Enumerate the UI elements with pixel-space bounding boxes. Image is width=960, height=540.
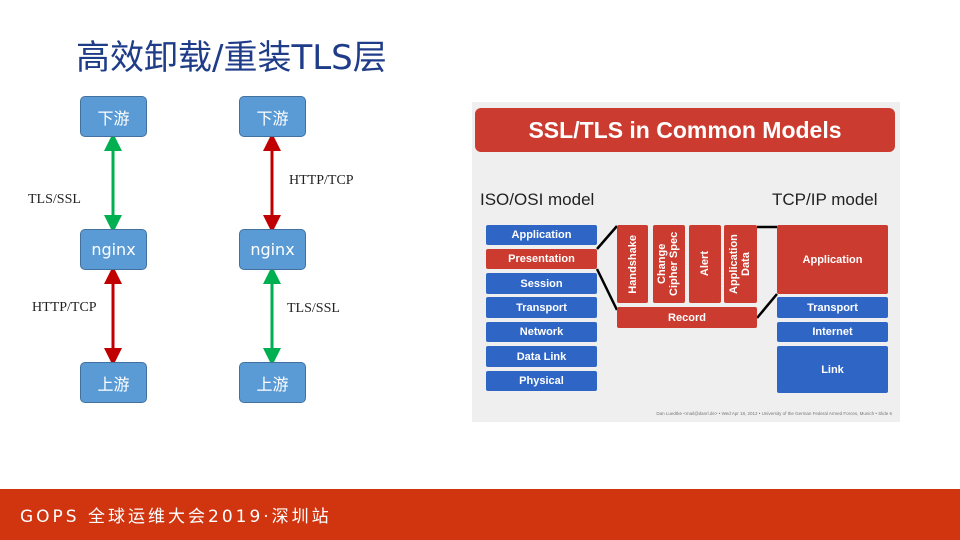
osi-layer: Physical [486, 371, 597, 391]
figure-credit: Dan Luedtke <mail@danrl.de> • Wed Apr 18… [656, 410, 892, 416]
tcpip-layer: Internet [777, 322, 888, 342]
tcpip-layer: Transport [777, 297, 888, 318]
upstream-node-1: 上游 [80, 362, 147, 403]
nginx-node-2: nginx [239, 229, 306, 270]
tcpip-layer: Link [777, 346, 888, 393]
footer-banner: GOPS 全球运维大会2019·深圳站 [0, 489, 960, 540]
osi-layer: Presentation [486, 249, 597, 269]
record-layer: Record [617, 307, 757, 328]
osi-layer: Session [486, 273, 597, 294]
osi-label: ISO/OSI model [480, 190, 595, 209]
tls-protocol: Alert [689, 225, 721, 303]
osi-layer: Transport [486, 297, 597, 318]
connector-lines [595, 225, 778, 319]
tcpip-layer: Application [777, 225, 888, 294]
tls-protocol: Application Data [724, 225, 757, 303]
nginx-node-1: nginx [80, 229, 147, 270]
protocol-label: Handshake [626, 234, 639, 294]
protocol-label: Alert [699, 251, 711, 277]
ssl-tls-models-figure: SSL/TLS in Common Models ISO/OSI model T… [472, 102, 900, 422]
link-label: HTTP/TCP [289, 173, 354, 188]
link-label: HTTP/TCP [32, 300, 97, 315]
arrows [104, 133, 281, 366]
tls-protocol: Handshake [617, 225, 648, 303]
downstream-node-2: 下游 [239, 96, 306, 137]
protocol-label: Application Data [727, 234, 752, 294]
osi-layer: Application [486, 225, 597, 245]
downstream-node-1: 下游 [80, 96, 147, 137]
tcpip-label: TCP/IP model [772, 190, 878, 209]
tls-protocol: Change Cipher Spec [653, 225, 685, 303]
figure-title: SSL/TLS in Common Models [475, 108, 895, 152]
link-label: TLS/SSL [28, 192, 81, 207]
slide-title: 高效卸载/重装TLS层 [76, 38, 387, 78]
link-label: TLS/SSL [287, 301, 340, 316]
protocol-label: Change Cipher Spec [656, 231, 680, 297]
osi-layer: Network [486, 322, 597, 342]
upstream-node-2: 上游 [239, 362, 306, 403]
osi-layer: Data Link [486, 346, 597, 367]
